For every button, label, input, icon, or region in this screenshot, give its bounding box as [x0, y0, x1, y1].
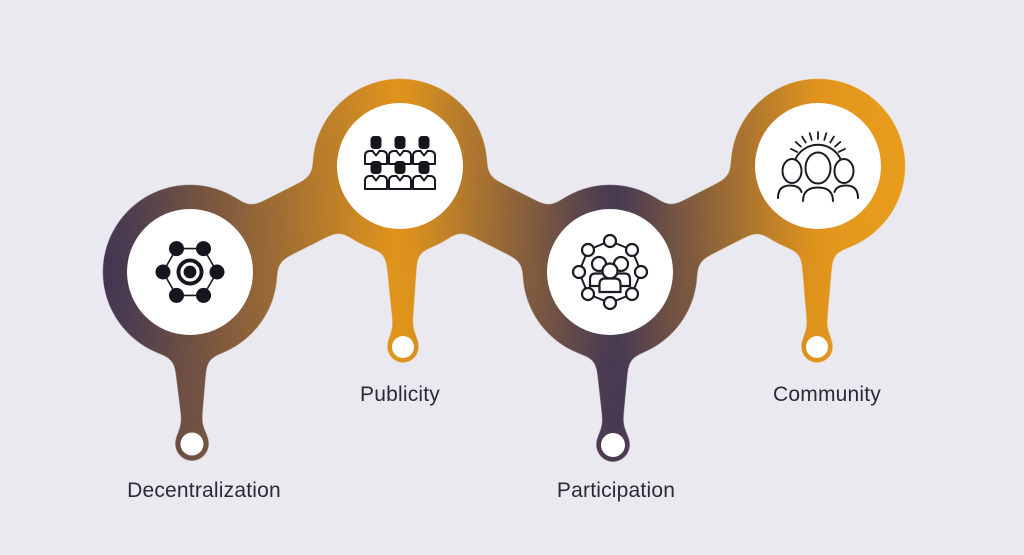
- node-label-decentralization: Decentralization: [127, 479, 281, 502]
- community-sunrise-icon: [777, 131, 859, 202]
- sun-rays: [790, 131, 846, 153]
- node-label-participation: Participation: [556, 479, 676, 502]
- node-label-publicity: Publicity: [360, 383, 440, 406]
- drop-hole-decentralization: [180, 432, 204, 456]
- drop-tail-participation: [594, 330, 630, 437]
- drop-tail-decentralization: [172, 330, 208, 436]
- drop-tail-community: [800, 224, 834, 340]
- drop-hole-publicity: [392, 336, 414, 358]
- audience-crowd-icon: [364, 136, 436, 190]
- decentralized-network-icon: [155, 241, 225, 303]
- drop-hole-participation: [601, 433, 625, 457]
- drop-tail-publicity: [384, 224, 418, 340]
- people-network-icon: [571, 233, 649, 311]
- drop-hole-community: [806, 336, 828, 358]
- node-label-community: Community: [773, 383, 881, 406]
